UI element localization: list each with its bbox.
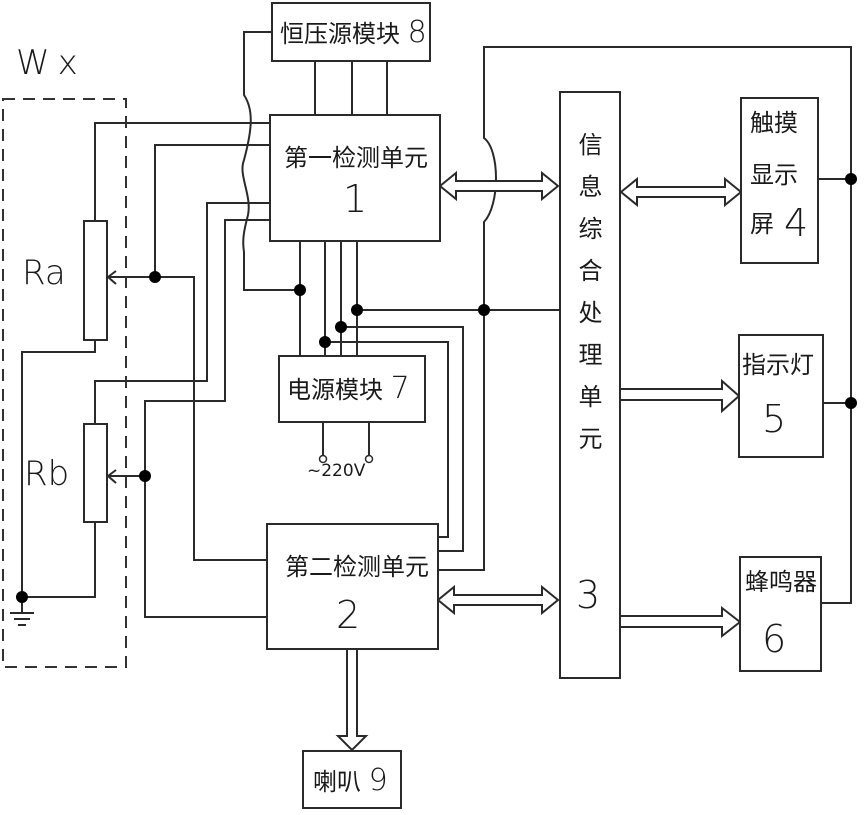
second-detection-number: 2 bbox=[336, 593, 361, 637]
touch-display-line2: 显示 bbox=[750, 161, 798, 189]
junction-dot bbox=[351, 304, 363, 316]
wire-rb-bottom bbox=[22, 522, 96, 598]
wire-box2-c bbox=[341, 326, 464, 552]
junction-dot bbox=[335, 321, 347, 333]
wire-ra-top bbox=[94, 122, 270, 221]
wire-rb-wiper-up bbox=[144, 219, 270, 476]
info-processing-name: 信息综合处理单元 bbox=[574, 132, 602, 468]
block-first-detection bbox=[269, 114, 441, 242]
constant-voltage-name: 恒压源模块 bbox=[280, 20, 400, 48]
junction-dot bbox=[845, 397, 857, 409]
first-detection-name: 第一检测单元 bbox=[284, 144, 428, 172]
info-processing-number: 3 bbox=[576, 573, 601, 617]
wire-box2-b bbox=[325, 341, 449, 538]
block-power-module bbox=[278, 355, 426, 423]
touch-display-line1: 触摸 bbox=[750, 109, 798, 137]
speaker-name: 喇叭 bbox=[313, 768, 361, 796]
arrow-box2-box9 bbox=[335, 649, 369, 752]
junction-dot bbox=[139, 470, 151, 482]
wire-rb-top bbox=[94, 202, 270, 424]
touch-display-line3: 屏 bbox=[750, 210, 774, 238]
junction-dot bbox=[294, 284, 306, 296]
power-module-number: 7 bbox=[390, 371, 410, 406]
wire-ra-wiper bbox=[108, 276, 267, 561]
block-speaker bbox=[302, 750, 402, 809]
indicator-light-number: 5 bbox=[762, 397, 787, 441]
block-buzzer bbox=[739, 556, 822, 672]
buzzer-number: 6 bbox=[762, 617, 787, 661]
wire-box8-wavy bbox=[241, 31, 300, 291]
second-detection-name: 第二检测单元 bbox=[285, 553, 429, 581]
mains-terminal-a bbox=[318, 454, 328, 464]
arrow-box3-box5 bbox=[620, 378, 741, 414]
wx-label: Wx bbox=[16, 43, 86, 83]
junction-dot bbox=[16, 591, 28, 603]
junction-dot bbox=[845, 173, 857, 185]
touch-display-number: 4 bbox=[784, 201, 809, 245]
wire-box1-ra-wiper bbox=[154, 144, 270, 277]
block-info-processing bbox=[559, 91, 621, 679]
constant-voltage-number: 8 bbox=[407, 15, 427, 50]
block-touch-display bbox=[740, 97, 819, 264]
junction-dot bbox=[149, 271, 161, 283]
wire-right-bus bbox=[483, 46, 852, 604]
rb-resistor bbox=[83, 423, 108, 523]
wire-box2-a bbox=[438, 310, 485, 571]
wire-rb-wiper-down bbox=[144, 476, 267, 618]
first-detection-number: 1 bbox=[343, 177, 368, 221]
speaker-label: 喇叭 9 bbox=[313, 766, 388, 796]
block-second-detection bbox=[266, 523, 439, 650]
block-constant-voltage bbox=[271, 2, 431, 62]
buzzer-name: 蜂鸣器 bbox=[745, 568, 817, 596]
wx-enclosure bbox=[2, 98, 127, 668]
ra-resistor bbox=[83, 220, 108, 341]
bidirectional-arrow-box1-box3 bbox=[438, 170, 560, 202]
bidirectional-arrow-box3-box4 bbox=[619, 176, 743, 208]
speaker-number: 9 bbox=[368, 763, 388, 798]
power-module-label: 电源模块 7 bbox=[287, 374, 410, 404]
mains-voltage-label: ~220V bbox=[307, 461, 366, 481]
mains-terminal-b bbox=[364, 454, 374, 464]
wire-ra-bottom bbox=[21, 340, 96, 597]
bidirectional-arrow-box2-box3 bbox=[436, 584, 560, 616]
junction-dot bbox=[319, 336, 331, 348]
power-module-name: 电源模块 bbox=[287, 376, 383, 404]
rb-label: Rb bbox=[24, 454, 70, 494]
rb-wiper-arrow bbox=[106, 469, 117, 484]
ra-wiper-arrow bbox=[106, 270, 117, 285]
arrow-box3-box6 bbox=[620, 605, 742, 639]
junction-dot bbox=[478, 304, 490, 316]
block-indicator-light bbox=[738, 334, 824, 458]
constant-voltage-label: 恒压源模块 8 bbox=[280, 18, 427, 48]
indicator-light-name: 指示灯 bbox=[742, 351, 814, 379]
ra-label: Ra bbox=[22, 253, 66, 293]
